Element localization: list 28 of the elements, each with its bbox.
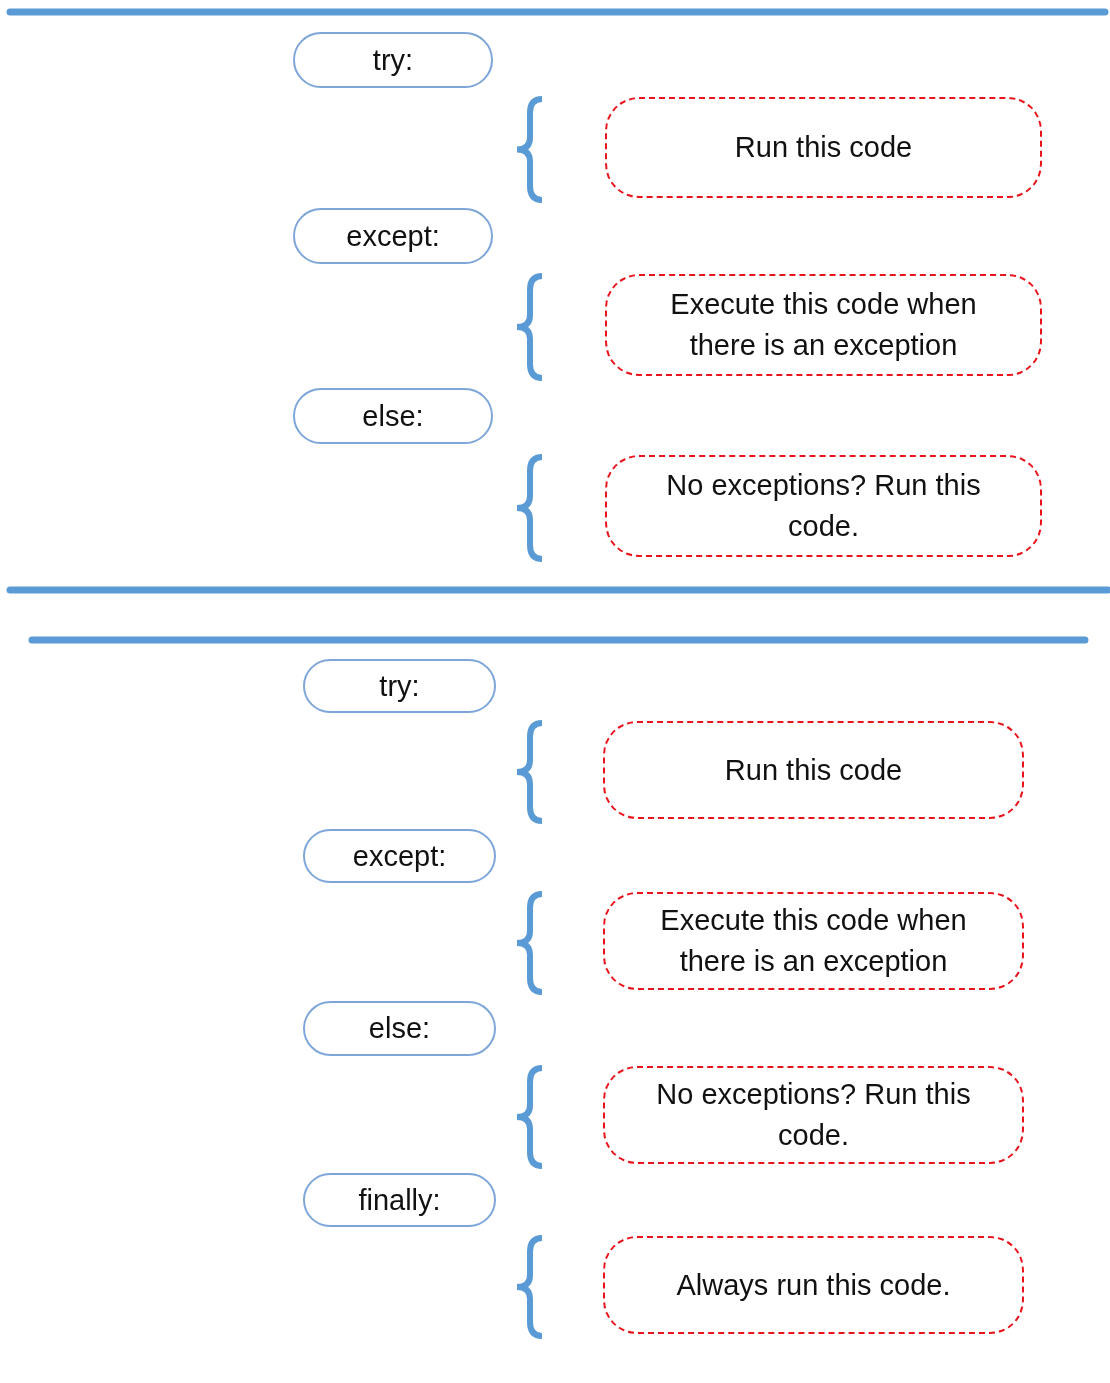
description-text: No exceptions? Run this code. [655, 1077, 972, 1153]
keyword-label: else: [368, 1011, 431, 1046]
keyword-label: except: [346, 218, 440, 254]
description-text: Run this code [734, 130, 913, 165]
code-block-box [605, 274, 1042, 376]
keyword-box [303, 1001, 496, 1056]
keyword-box [303, 1173, 496, 1227]
keyword-box [303, 829, 496, 883]
code-block-box [605, 455, 1042, 557]
code-block-box [603, 892, 1024, 990]
description-text: Run this code [724, 752, 903, 788]
code-block-box [605, 97, 1042, 198]
code-block-box [603, 1236, 1024, 1334]
keyword-box [293, 208, 493, 264]
code-block-box [603, 1066, 1024, 1164]
description-text: Execute this code when there is an exception [659, 903, 968, 979]
keyword-label: try: [379, 668, 420, 704]
description-text: Always run this code. [676, 1267, 951, 1303]
keyword-label: except: [352, 838, 447, 874]
description-text: Execute this code when there is an exception [669, 287, 978, 363]
keyword-box [293, 388, 493, 444]
description-text: No exceptions? Run this code. [665, 468, 982, 544]
keyword-box [293, 32, 493, 88]
code-block-box [603, 721, 1024, 819]
keyword-label: else: [362, 398, 424, 434]
keyword-box [303, 659, 496, 713]
keyword-label: try: [372, 42, 414, 78]
keyword-label: finally: [358, 1182, 441, 1218]
